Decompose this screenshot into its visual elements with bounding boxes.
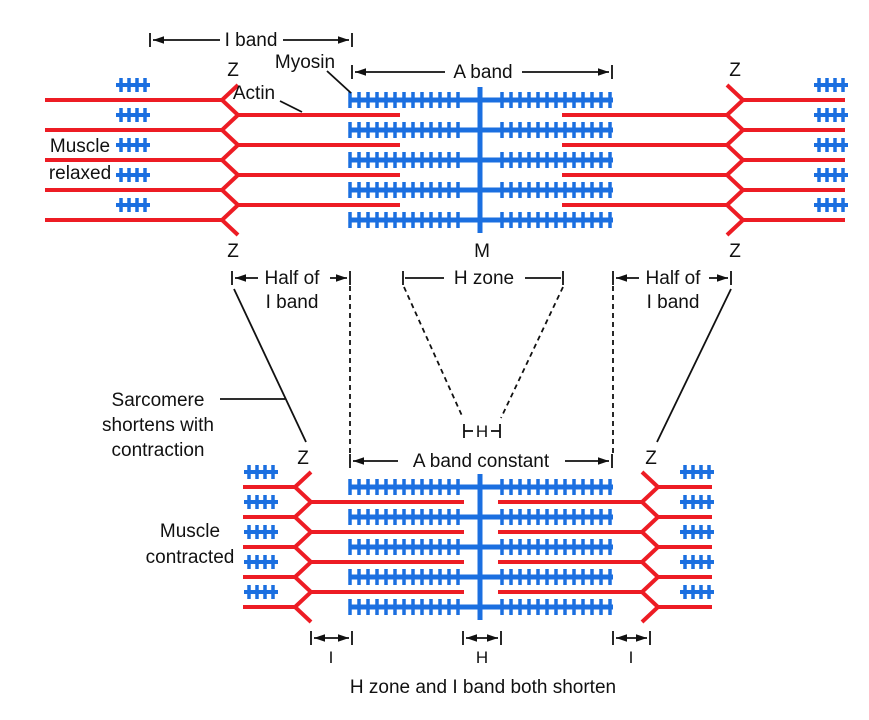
- arrowhead: [598, 457, 609, 465]
- myosin-stub: [116, 168, 150, 182]
- arrowhead: [338, 634, 349, 642]
- arrowhead: [598, 68, 609, 76]
- annotation-line: [326, 70, 352, 94]
- arrowhead: [487, 634, 498, 642]
- muscle-contracted-label-line1: Muscle: [160, 521, 220, 542]
- m-line-label: M: [474, 241, 490, 262]
- muscle-relaxed-label-line1: Muscle: [50, 136, 110, 157]
- myosin-stub: [244, 495, 278, 509]
- annotation-line: [233, 288, 307, 443]
- arrowhead: [616, 274, 627, 282]
- arrowhead: [466, 634, 477, 642]
- z-line-label-contracted-left: Z: [297, 448, 309, 469]
- myosin-stub: [680, 465, 714, 479]
- myosin-stub: [814, 168, 848, 182]
- sarcomere-note-line1: Sarcomere: [112, 390, 205, 411]
- z-disc-left: [292, 470, 314, 624]
- myosin-stub: [116, 108, 150, 122]
- half-i-band-right-line2: I band: [647, 292, 700, 313]
- arrowhead: [235, 274, 246, 282]
- h-zone-label: H zone: [454, 268, 514, 289]
- myosin-stub: [244, 555, 278, 569]
- arrowhead: [336, 274, 347, 282]
- arrowhead: [153, 36, 164, 44]
- arrowhead: [636, 634, 647, 642]
- sarcomere-note-line2: shortens with: [102, 415, 214, 436]
- a-band-constant-label: A band constant: [413, 451, 550, 472]
- h-zone-marker: H: [476, 648, 488, 667]
- muscle-contracted-label-line2: contracted: [146, 547, 235, 568]
- myosin-stub: [116, 78, 150, 92]
- muscle-contracted-panel: [243, 465, 714, 624]
- z-disc-right: [724, 83, 746, 237]
- myosin-stub: [116, 138, 150, 152]
- myosin-stub: [244, 465, 278, 479]
- half-i-band-left-line2: I band: [266, 292, 319, 313]
- arrowhead: [353, 457, 364, 465]
- myosin-label: Myosin: [275, 52, 335, 73]
- myosin-stub: [680, 555, 714, 569]
- z-disc-left: [219, 83, 241, 237]
- i-band-label: I band: [225, 30, 278, 51]
- myosin-stub: [814, 138, 848, 152]
- annotation-lines: [149, 33, 732, 645]
- half-i-band-right-line1: Half of: [646, 268, 702, 289]
- half-i-band-left-line1: Half of: [265, 268, 321, 289]
- muscle-relaxed-panel: [45, 78, 848, 237]
- myosin-stub: [244, 525, 278, 539]
- z-line-label-bottom-right: Z: [729, 241, 741, 262]
- annotation-line: [656, 288, 732, 443]
- figure-caption: H zone and I band both shorten: [350, 677, 616, 698]
- annotation-dashed-line: [500, 286, 564, 419]
- arrowhead: [338, 36, 349, 44]
- arrowhead: [717, 274, 728, 282]
- arrowhead: [314, 634, 325, 642]
- myosin-stub: [814, 78, 848, 92]
- myosin-stub: [680, 525, 714, 539]
- z-line-label-bottom-left: Z: [227, 241, 239, 262]
- annotation-line: [279, 100, 303, 113]
- z-disc-right: [639, 470, 661, 624]
- myosin-stub: [814, 198, 848, 212]
- labels: Muscle relaxed I band Z Z Myosin Actin A…: [49, 30, 741, 698]
- myosin-stub: [244, 585, 278, 599]
- i-band-marker-right: I: [629, 648, 634, 667]
- actin-label: Actin: [233, 83, 275, 104]
- myosin-stub: [680, 585, 714, 599]
- arrowhead: [355, 68, 366, 76]
- z-line-label-top-left: Z: [227, 60, 239, 81]
- h-marker-small: H: [476, 422, 488, 441]
- myosin-stub: [680, 495, 714, 509]
- annotation-dashed-line: [403, 286, 464, 419]
- z-line-label-contracted-right: Z: [645, 448, 657, 469]
- i-band-marker-left: I: [329, 648, 334, 667]
- muscle-relaxed-label-line2: relaxed: [49, 163, 111, 184]
- myosin-stub: [116, 198, 150, 212]
- arrowhead: [616, 634, 627, 642]
- myosin-stub: [814, 108, 848, 122]
- sarcomere-note-line3: contraction: [112, 440, 205, 461]
- a-band-label: A band: [453, 62, 512, 83]
- z-line-label-top-right: Z: [729, 60, 741, 81]
